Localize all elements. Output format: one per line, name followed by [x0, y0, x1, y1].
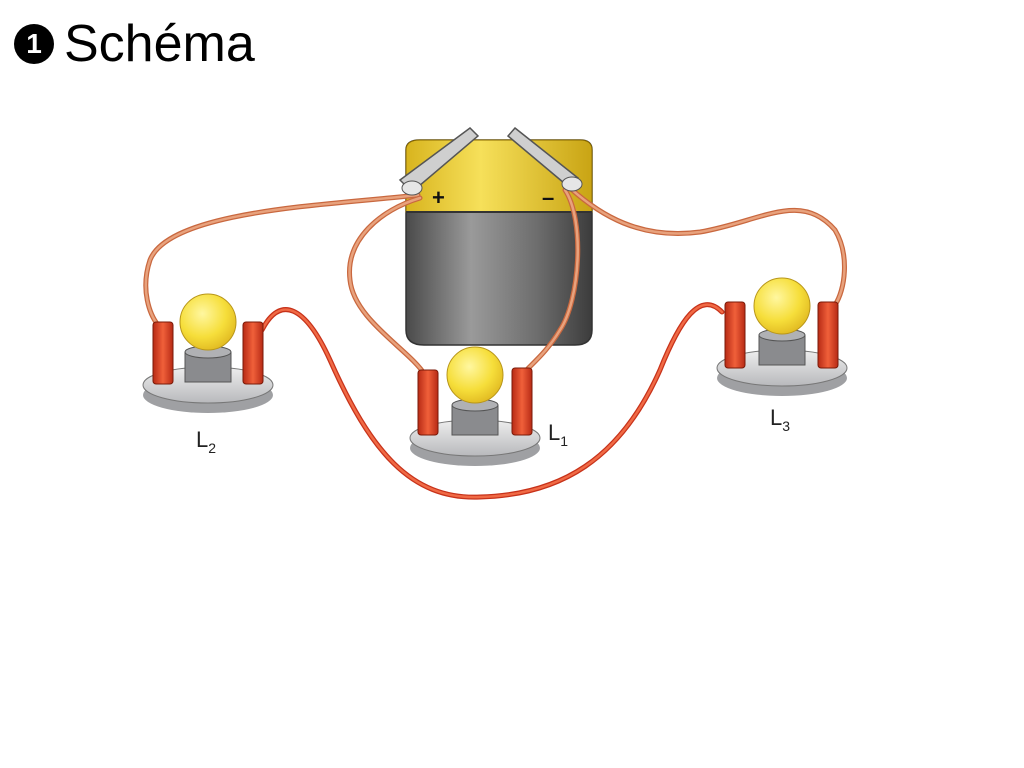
lamp-l2: [142, 293, 274, 413]
lamp-l3: [716, 277, 848, 396]
bullet-number-icon: 1: [14, 24, 54, 64]
lamp-l1-label: L1: [548, 420, 568, 449]
lamp-l3-label: L3: [770, 405, 790, 434]
lamp-l1: [409, 346, 541, 466]
battery-minus-sign: –: [542, 185, 554, 210]
clip-minus-icon: [506, 126, 583, 192]
wires: [143, 185, 847, 500]
lamp-l2-label: L2: [196, 427, 216, 456]
title-text: Schéma: [64, 15, 255, 73]
slide-title: 1 Schéma: [14, 14, 255, 74]
battery-plus-sign: +: [432, 185, 445, 210]
clip-plus-icon: [398, 127, 480, 196]
